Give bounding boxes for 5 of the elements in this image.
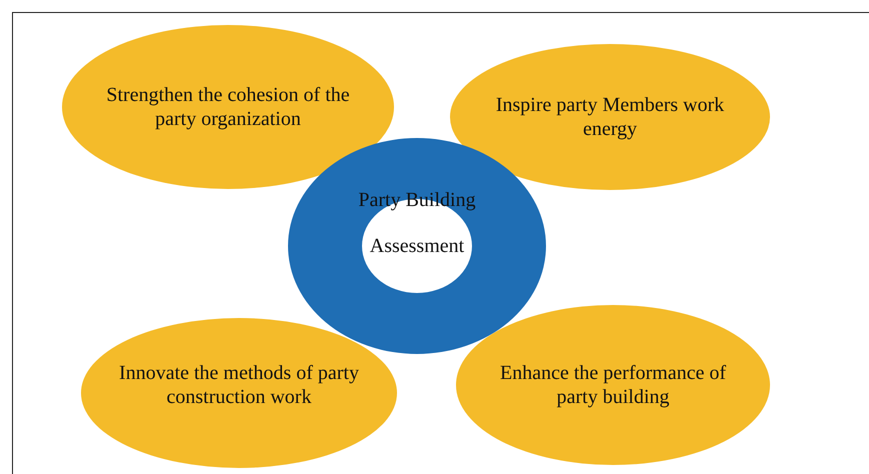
node-label: Strengthen the cohesion of the party organization (105, 83, 351, 131)
node-label: Party Building Assessment (357, 188, 477, 259)
node-label: Enhance the performance of party building (499, 361, 727, 409)
node-label: Inspire party Members work energy (494, 93, 726, 141)
node-label: Innovate the methods of party construction work (118, 361, 360, 409)
